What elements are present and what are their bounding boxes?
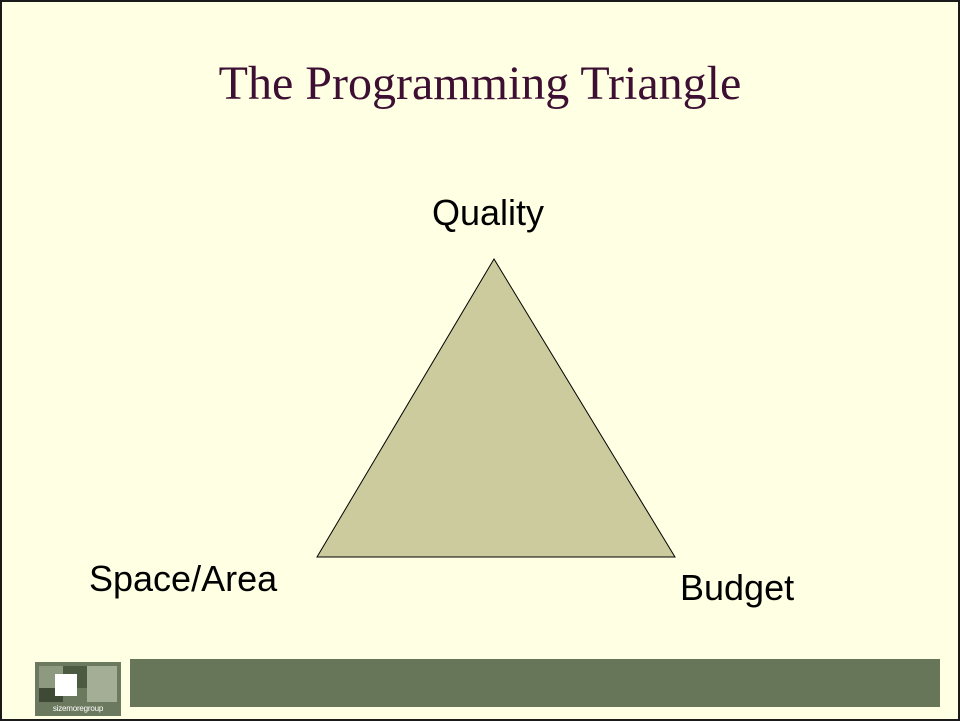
vertex-label-quality: Quality bbox=[432, 192, 545, 233]
footer-bar bbox=[130, 659, 940, 707]
sizemoregroup-logo: sizemoregroup bbox=[35, 662, 121, 716]
logo-text: sizemoregroup bbox=[52, 704, 104, 713]
slide-title: The Programming Triangle bbox=[218, 57, 742, 110]
logo-mark-icon bbox=[35, 662, 121, 716]
vertex-label-budget: Budget bbox=[680, 567, 795, 608]
triangle-shape bbox=[316, 258, 676, 558]
vertex-label-space-area: Space/Area bbox=[89, 558, 278, 599]
